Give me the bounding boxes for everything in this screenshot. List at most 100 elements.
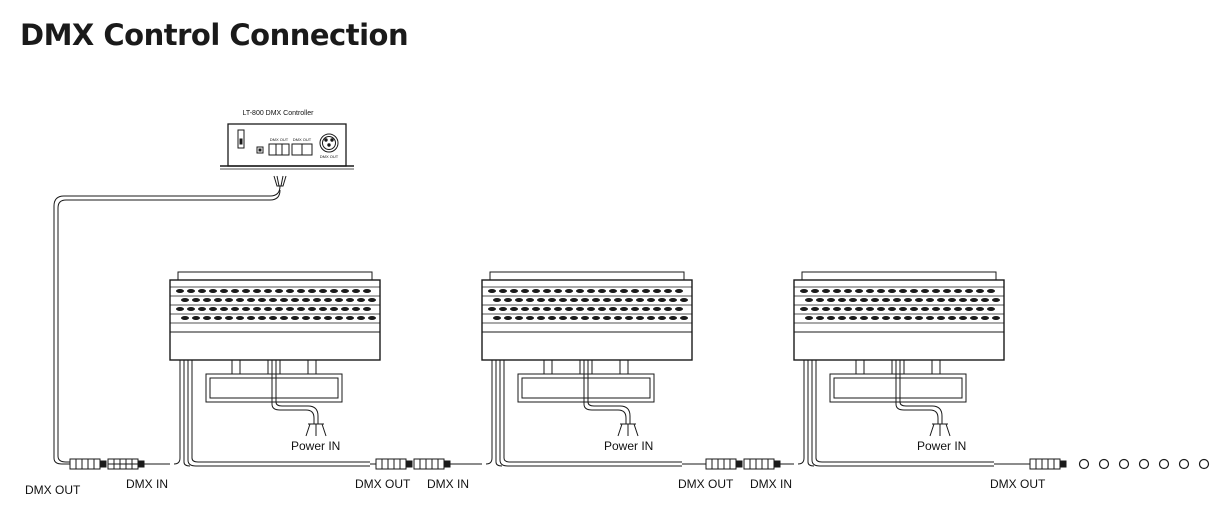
led-lens: [871, 316, 879, 320]
led-lens: [816, 316, 824, 320]
led-lens: [220, 289, 228, 293]
led-lens: [954, 289, 962, 293]
led-lens: [609, 289, 617, 293]
mounting-bracket: [829, 359, 967, 403]
led-lens: [493, 316, 501, 320]
continuation-mark: [1138, 458, 1150, 470]
continuation-mark: [1078, 458, 1090, 470]
led-lens: [921, 289, 929, 293]
led-lens: [937, 316, 945, 320]
led-lens: [844, 307, 852, 311]
dmx-out-label: DMX OUT: [25, 483, 81, 497]
led-lens: [330, 289, 338, 293]
led-lens: [352, 307, 360, 311]
led-lens: [598, 307, 606, 311]
led-lens: [297, 289, 305, 293]
led-lens: [297, 307, 305, 311]
led-lens: [203, 298, 211, 302]
led-lens: [198, 307, 206, 311]
led-lens: [926, 298, 934, 302]
led-lens: [236, 298, 244, 302]
led-lens: [319, 307, 327, 311]
led-lens: [220, 307, 228, 311]
led-lens: [658, 298, 666, 302]
power-in-label: Power IN: [917, 439, 966, 453]
power-plug-icon: [617, 423, 639, 437]
led-lens: [680, 316, 688, 320]
dmx-connector-icon: [705, 458, 743, 470]
dmx-out-label: DMX OUT: [678, 477, 734, 491]
led-lens: [888, 307, 896, 311]
led-lens: [488, 307, 496, 311]
led-lens: [526, 298, 534, 302]
led-lens: [253, 307, 261, 311]
led-lens: [319, 289, 327, 293]
led-lens: [346, 316, 354, 320]
led-lens: [981, 316, 989, 320]
led-lens: [805, 316, 813, 320]
led-lens: [899, 307, 907, 311]
led-lens: [554, 289, 562, 293]
connector-labels: DMX OUT DMX IN DMX OUT DMX IN DMX OUT DM…: [25, 439, 1046, 497]
led-lens: [833, 307, 841, 311]
led-lens: [664, 307, 672, 311]
led-lens: [209, 289, 217, 293]
led-lens: [992, 298, 1000, 302]
led-lens: [537, 298, 545, 302]
led-lens: [214, 316, 222, 320]
power-jack-icon: [256, 146, 264, 154]
led-lens: [341, 289, 349, 293]
led-lens: [625, 316, 633, 320]
page-title: DMX Control Connection: [20, 18, 409, 52]
led-lens: [330, 307, 338, 311]
led-lens: [308, 289, 316, 293]
led-lens: [833, 289, 841, 293]
led-lens: [631, 307, 639, 311]
led-lens: [493, 298, 501, 302]
led-lens: [827, 298, 835, 302]
led-lens: [603, 316, 611, 320]
led-lens: [352, 289, 360, 293]
led-lens: [592, 298, 600, 302]
led-lens: [669, 316, 677, 320]
led-lens: [987, 289, 995, 293]
led-lens: [871, 298, 879, 302]
led-lens: [214, 298, 222, 302]
led-lens: [620, 289, 628, 293]
dmx-in-label: DMX IN: [126, 477, 168, 491]
led-lens: [181, 316, 189, 320]
led-lens: [363, 289, 371, 293]
led-lens: [838, 316, 846, 320]
continuation-mark: [1118, 458, 1130, 470]
controller-title: LT-800 DMX Controller: [242, 110, 314, 117]
led-lens: [910, 289, 918, 293]
led-lens: [970, 298, 978, 302]
led-lens: [357, 316, 365, 320]
led-lens: [915, 298, 923, 302]
led-lens: [532, 307, 540, 311]
led-lens: [932, 289, 940, 293]
led-lens: [888, 289, 896, 293]
led-lens: [849, 316, 857, 320]
led-lens: [324, 298, 332, 302]
led-lens: [877, 289, 885, 293]
led-lens: [335, 298, 343, 302]
led-lens: [959, 316, 967, 320]
led-lens: [548, 298, 556, 302]
controller-port-label: DMX OUT: [293, 137, 312, 142]
led-lens: [609, 307, 617, 311]
power-in-label: Power IN: [604, 439, 653, 453]
led-lens: [286, 289, 294, 293]
led-lens: [504, 316, 512, 320]
led-lens: [264, 289, 272, 293]
dmx-connector-icon: [375, 458, 413, 470]
led-lens: [866, 289, 874, 293]
led-lens: [510, 307, 518, 311]
led-lens: [976, 289, 984, 293]
led-lens: [800, 289, 808, 293]
led-fixture: [793, 271, 1005, 467]
dmx-connector-icon: [69, 458, 107, 470]
led-lens: [587, 307, 595, 311]
led-lens: [987, 307, 995, 311]
led-lens: [258, 298, 266, 302]
